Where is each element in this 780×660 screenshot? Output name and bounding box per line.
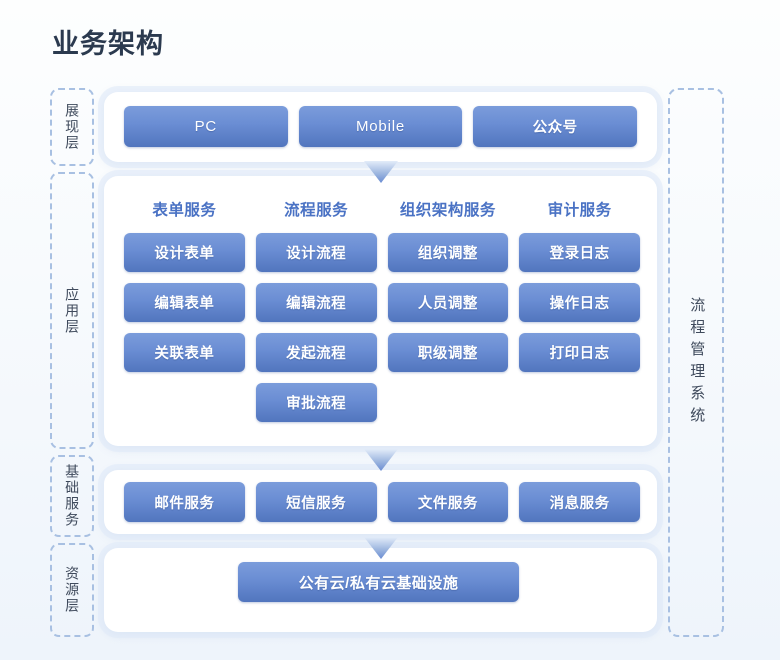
application-header-audit-service: 审计服务 — [547, 202, 612, 219]
presentation-layer-items: PC Mobile 公众号 — [124, 106, 638, 147]
application-item-design-process[interactable]: 设计流程 — [255, 233, 377, 272]
application-item-approve-process[interactable]: 审批流程 — [255, 383, 377, 422]
layer-tag-application-label: 应用层 — [64, 286, 81, 335]
layer-tag-presentation: 展现层 — [50, 88, 94, 166]
application-item-rank-adjust[interactable]: 职级调整 — [387, 333, 509, 372]
arrow-basic-to-resource-icon — [364, 537, 398, 559]
application-item-edit-process[interactable]: 编辑流程 — [255, 283, 377, 322]
application-column-process-service: 设计流程 编辑流程 发起流程 审批流程 — [255, 233, 377, 422]
system-scope-label: 流程管理系统 — [668, 88, 724, 637]
layer-tag-basic-services: 基础服务 — [50, 455, 94, 537]
arrow-application-to-basic-icon — [364, 449, 398, 471]
presentation-item-pc[interactable]: PC — [124, 106, 288, 147]
application-header-process-service: 流程服务 — [284, 202, 349, 219]
basic-services-items: 邮件服务 短信服务 文件服务 消息服务 — [124, 482, 640, 522]
basic-service-file[interactable]: 文件服务 — [387, 482, 509, 522]
layer-tag-resource-label: 资源层 — [64, 566, 81, 614]
application-item-login-log[interactable]: 登录日志 — [519, 233, 640, 272]
application-item-edit-form[interactable]: 编辑表单 — [124, 283, 245, 322]
application-item-print-log[interactable]: 打印日志 — [519, 333, 640, 372]
application-item-link-form[interactable]: 关联表单 — [124, 333, 245, 372]
application-item-start-process[interactable]: 发起流程 — [255, 333, 377, 372]
basic-service-email[interactable]: 邮件服务 — [124, 482, 245, 522]
page-title: 业务架构 — [52, 29, 164, 59]
application-item-org-adjust[interactable]: 组织调整 — [387, 233, 509, 272]
resource-layer-items: 公有云/私有云基础设施 — [238, 562, 519, 602]
application-column-org-service: 组织调整 人员调整 职级调整 — [387, 233, 509, 422]
presentation-item-mobile[interactable]: Mobile — [298, 106, 463, 147]
application-layer-grid: 设计表单 编辑表单 关联表单 设计流程 编辑流程 发起流程 审批流程 组织调整 … — [124, 233, 640, 422]
resource-item-cloud-infrastructure[interactable]: 公有云/私有云基础设施 — [238, 562, 519, 602]
layer-tag-application: 应用层 — [50, 172, 94, 449]
arrow-presentation-to-application-icon — [364, 161, 398, 183]
layer-tag-resource: 资源层 — [50, 543, 94, 637]
layer-tag-presentation-label: 展现层 — [64, 103, 81, 151]
application-column-form-service: 设计表单 编辑表单 关联表单 — [124, 233, 245, 422]
basic-service-sms[interactable]: 短信服务 — [255, 482, 377, 522]
presentation-item-official-account[interactable]: 公众号 — [473, 106, 638, 147]
layer-tag-basic-services-label: 基础服务 — [64, 464, 81, 528]
basic-service-message[interactable]: 消息服务 — [519, 482, 640, 522]
application-column-audit-service: 登录日志 操作日志 打印日志 — [519, 233, 640, 422]
application-item-design-form[interactable]: 设计表单 — [124, 233, 245, 272]
application-item-personnel-adjust[interactable]: 人员调整 — [387, 283, 509, 322]
application-item-operation-log[interactable]: 操作日志 — [519, 283, 640, 322]
application-header-org-service: 组织架构服务 — [399, 202, 496, 219]
application-header-form-service: 表单服务 — [152, 202, 217, 219]
system-scope-label-text: 流程管理系统 — [688, 296, 706, 429]
application-column-headers: 表单服务 流程服务 组织架构服务 审计服务 — [124, 198, 640, 220]
